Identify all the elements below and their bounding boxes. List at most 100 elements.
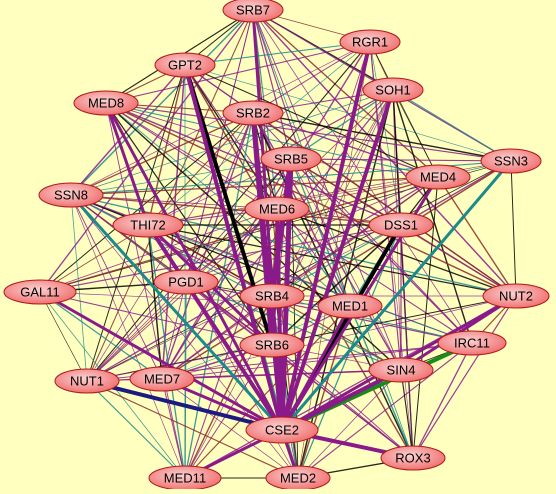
edge-srb2-med7 <box>161 112 254 380</box>
node-ellipse <box>244 196 310 222</box>
edge-dss1-nut1 <box>86 224 402 382</box>
edge-med4-ssn8 <box>70 176 439 196</box>
node-label: ROX3 <box>395 451 430 466</box>
edge-rgr1-cse2 <box>280 41 372 431</box>
edge-soh1-med4 <box>392 89 439 178</box>
edge-med8-med4 <box>105 102 439 178</box>
edge-srb5-irc11 <box>290 158 473 344</box>
edge-thi72-med11 <box>147 224 186 479</box>
node-label: SIN4 <box>387 363 416 378</box>
edge-sin4-med2 <box>297 369 402 479</box>
node-ellipse <box>153 269 219 295</box>
edge-dss1-pgd1 <box>185 224 402 283</box>
edge-layer <box>39 9 517 480</box>
node-label: MED11 <box>164 471 206 486</box>
edge-ssn3-cse2 <box>280 160 513 431</box>
node-label: MED7 <box>144 372 180 387</box>
edge-gpt2-ssn3 <box>184 64 512 162</box>
edge-med8-med6 <box>105 102 278 210</box>
node-ellipse <box>368 357 434 383</box>
node-med2: MED2 <box>265 465 331 491</box>
node-med6: MED6 <box>244 196 310 222</box>
node-sin4: SIN4 <box>368 357 434 383</box>
node-med11: MED11 <box>148 465 222 491</box>
node-ellipse <box>112 212 184 238</box>
node-pgd1: PGD1 <box>153 269 219 295</box>
node-med1: MED1 <box>317 293 383 319</box>
node-ellipse <box>154 52 216 78</box>
node-ellipse <box>239 332 305 358</box>
node-ellipse <box>222 0 284 23</box>
node-ellipse <box>405 164 471 190</box>
node-label: GAL11 <box>20 285 60 300</box>
edge-med4-pgd1 <box>185 176 439 283</box>
edge-med8-med11 <box>105 102 186 479</box>
edge-nut1-cse2 <box>86 379 283 432</box>
edge-thi72-gal11 <box>39 224 149 293</box>
edge-gpt2-thi72 <box>147 64 186 226</box>
node-label: NUT1 <box>70 374 104 389</box>
node-label: MED4 <box>420 170 456 185</box>
edge-srb5-med7 <box>161 158 292 380</box>
node-ellipse <box>245 416 319 444</box>
edge-thi72-med7 <box>147 224 163 380</box>
node-label: SOH1 <box>375 83 410 98</box>
node-label: SSN8 <box>54 188 88 203</box>
node-srb4: SRB4 <box>239 283 305 309</box>
edge-irc11-med7 <box>161 342 473 380</box>
edge-rgr1-srb2 <box>252 41 371 114</box>
edge-med8-srb5 <box>105 102 292 160</box>
edge-irc11-med2 <box>297 342 473 479</box>
node-gpt2: GPT2 <box>154 52 216 78</box>
node-rox3: ROX3 <box>380 445 446 471</box>
edge-med4-nut2 <box>437 176 517 297</box>
node-layer: SRB7RGR1GPT2SOH1MED8SRB2SSN3SRB5MED4SSN8… <box>3 0 550 491</box>
edge-srb4-med11 <box>184 295 273 479</box>
node-ellipse <box>480 148 542 174</box>
edge-gal11-nut1 <box>39 291 88 382</box>
edge-thi72-irc11 <box>147 224 473 344</box>
edge-med8-cse2 <box>104 102 284 431</box>
node-label: SRB4 <box>255 289 289 304</box>
node-gal11: GAL11 <box>3 279 77 305</box>
edge-sin4-rox3 <box>400 369 414 459</box>
edge-med1-med11 <box>184 305 351 479</box>
node-srb2: SRB2 <box>222 100 284 126</box>
edge-rgr1-gpt2 <box>184 41 371 66</box>
edge-srb4-irc11 <box>271 295 473 344</box>
node-label: MED1 <box>332 299 368 314</box>
edge-srb4-med7 <box>161 295 273 380</box>
node-srb7: SRB7 <box>222 0 284 23</box>
node-label: MED2 <box>280 471 316 486</box>
node-nut1: NUT1 <box>54 368 120 394</box>
node-med8: MED8 <box>73 90 139 116</box>
node-ellipse <box>239 283 305 309</box>
edge-dss1-rox3 <box>400 224 414 459</box>
edge-ssn8-nut1 <box>70 194 88 382</box>
edge-med7-med2 <box>161 378 299 479</box>
node-label: RGR1 <box>352 35 388 50</box>
node-ellipse <box>54 368 120 394</box>
node-rgr1: RGR1 <box>339 29 401 55</box>
edge-med7-med11 <box>161 378 186 479</box>
node-label: SRB5 <box>274 152 308 167</box>
node-label: MED6 <box>259 202 295 217</box>
node-label: GPT2 <box>168 58 202 73</box>
edge-srb7-ssn8 <box>70 9 254 196</box>
edge-thi72-nut2 <box>147 224 517 297</box>
edge-med8-thi72 <box>104 102 150 226</box>
edge-srb6-med11 <box>184 344 273 479</box>
node-label: PGD1 <box>168 275 203 290</box>
node-nut2: NUT2 <box>482 283 550 309</box>
node-ellipse <box>362 77 424 103</box>
edge-rgr1-med2 <box>297 41 371 479</box>
node-ellipse <box>317 293 383 319</box>
node-med7: MED7 <box>129 366 195 392</box>
edge-ssn3-nut2 <box>510 160 517 297</box>
edge-dss1-srb6 <box>271 224 402 346</box>
node-ellipse <box>482 283 550 309</box>
edge-srb7-irc11 <box>252 9 473 344</box>
edge-med8-nut2 <box>105 102 517 297</box>
